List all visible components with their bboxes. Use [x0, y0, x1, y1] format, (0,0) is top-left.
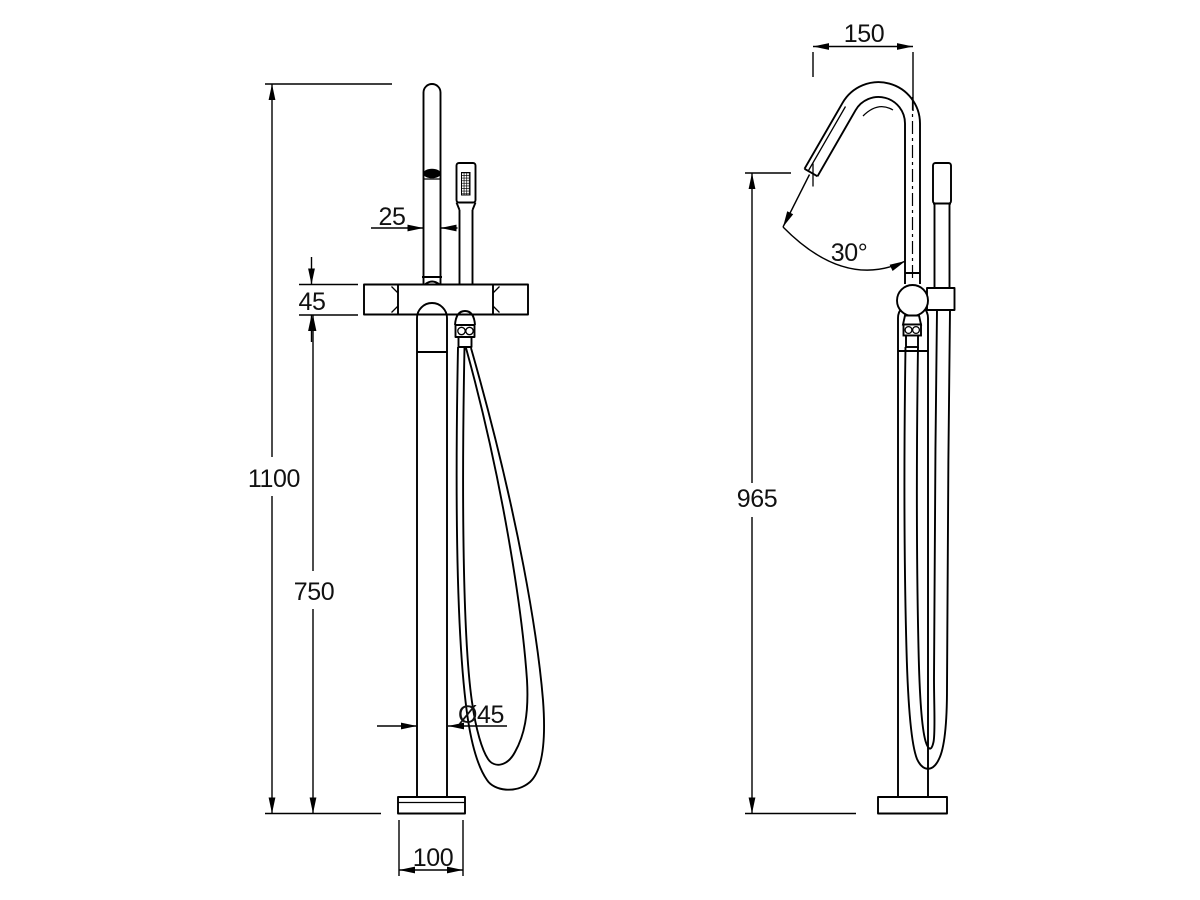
hose-ferrule: [457, 336, 473, 348]
dim-label-overall-height: 1100: [248, 465, 300, 493]
front-hose: [455, 346, 545, 791]
front-spout: [422, 83, 442, 286]
front-hand-shower: [455, 162, 477, 285]
front-mixer-body: [363, 283, 529, 316]
side-base: [877, 796, 948, 815]
dim-label-column-diameter: Ø45: [458, 701, 504, 729]
side-hose-outlet: [901, 314, 923, 348]
front-view: 25 45 1100 750 Ø45: [248, 83, 545, 876]
dim-base-width: 100: [398, 820, 464, 876]
body-chamfers: [391, 286, 500, 313]
arrowhead: [401, 722, 417, 730]
dim-pipe-diameter: 25: [371, 203, 458, 232]
arrowhead: [783, 211, 794, 227]
arrowhead: [440, 224, 457, 232]
side-hand-shower: [926, 162, 956, 311]
dim-label-base-width: 100: [413, 844, 454, 872]
dim-label-pipe-diameter: 25: [378, 203, 405, 231]
arrowhead: [448, 722, 464, 730]
mixer-knob: [896, 284, 929, 317]
dim-label-outlet-height: 965: [737, 485, 778, 513]
side-hose: [903, 309, 951, 770]
dim-column-diameter: Ø45: [377, 701, 507, 730]
arrowhead: [748, 797, 756, 814]
hand-shower-handle: [455, 202, 477, 285]
side-spout: [803, 81, 923, 292]
front-column: [416, 302, 448, 797]
dim-overall-height: 1100: [248, 83, 392, 815]
arrowhead: [748, 173, 756, 189]
arrowhead: [309, 315, 317, 331]
arrowhead: [813, 43, 829, 50]
dim-label-body-height: 45: [298, 288, 325, 316]
hand-shower-handle-side: [933, 202, 951, 288]
spout-tip-face: [804, 167, 818, 178]
arrowhead: [308, 268, 315, 285]
arrowhead: [897, 43, 913, 50]
front-base: [397, 796, 466, 815]
dim-label-spout-angle: 30°: [831, 239, 868, 267]
hand-shower-head-side: [932, 162, 952, 205]
body-bar: [363, 283, 529, 316]
dim-height-to-body: 750: [294, 315, 335, 814]
arrowhead: [399, 866, 415, 874]
hose-ferrule-side: [905, 334, 919, 348]
arrowhead: [309, 797, 317, 814]
hand-shower-spray-face: [461, 172, 471, 196]
hand-shower-bracket: [926, 287, 956, 311]
front-hose-outlet: [454, 310, 476, 348]
arrowhead: [889, 261, 906, 271]
dim-spout-angle: 30°: [782, 174, 906, 271]
side-view: 150 30° 965: [737, 20, 956, 815]
dim-outlet-height: 965: [737, 172, 856, 815]
arrowhead: [447, 866, 463, 874]
dim-label-height-to-body: 750: [294, 578, 335, 606]
arrowhead: [268, 797, 276, 814]
dim-label-spout-reach: 150: [844, 20, 885, 48]
side-column: [897, 302, 929, 797]
arrowhead: [407, 224, 424, 232]
arrowhead: [268, 84, 276, 100]
dim-spout-reach: 150: [812, 20, 914, 111]
hand-shower-head: [455, 162, 477, 204]
spout-aerator: [423, 168, 441, 179]
dim-body-height: 45: [298, 257, 358, 342]
body-joints: [397, 284, 494, 315]
